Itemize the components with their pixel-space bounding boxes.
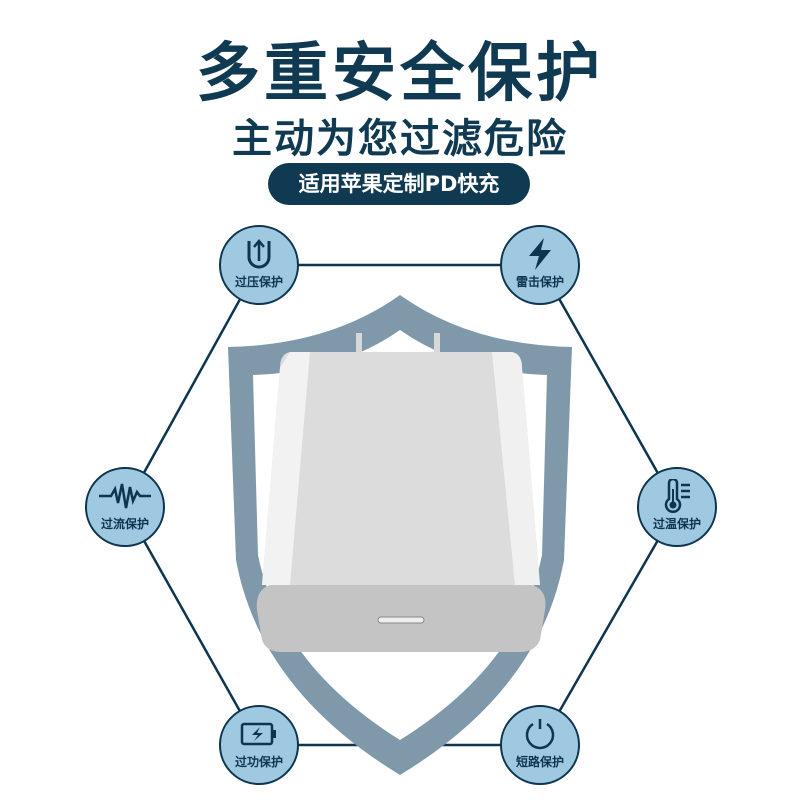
thermometer-icon — [664, 479, 690, 513]
feature-short-circuit: 短路保护 — [500, 705, 580, 785]
charger-image — [256, 333, 546, 652]
lightning-icon — [529, 238, 551, 270]
feature-overcurrent: 过流保护 — [85, 467, 165, 547]
feature-overvoltage: 过压保护 — [219, 225, 299, 305]
feature-label: 过压保护 — [234, 275, 283, 289]
battery-charging-icon — [240, 722, 276, 746]
feature-label: 过流保护 — [100, 517, 149, 531]
headline: 多重安全保护 — [196, 37, 604, 111]
feature-label: 雷击保护 — [515, 275, 564, 289]
feature-label: 过温保护 — [652, 517, 701, 531]
feature-label: 过功保护 — [234, 755, 283, 769]
subheadline: 主动为您过滤危险 — [232, 116, 568, 162]
waveform-icon — [99, 483, 151, 509]
feature-lightning: 雷击保护 — [500, 225, 580, 305]
power-icon — [525, 719, 555, 750]
compatibility-badge: 适用苹果定制PD快充 — [268, 163, 530, 205]
u-turn-arrow-icon — [247, 239, 271, 269]
feature-label: 短路保护 — [515, 755, 564, 769]
feature-overpower: 过功保护 — [219, 705, 299, 785]
feature-overtemperature: 过温保护 — [637, 467, 717, 547]
